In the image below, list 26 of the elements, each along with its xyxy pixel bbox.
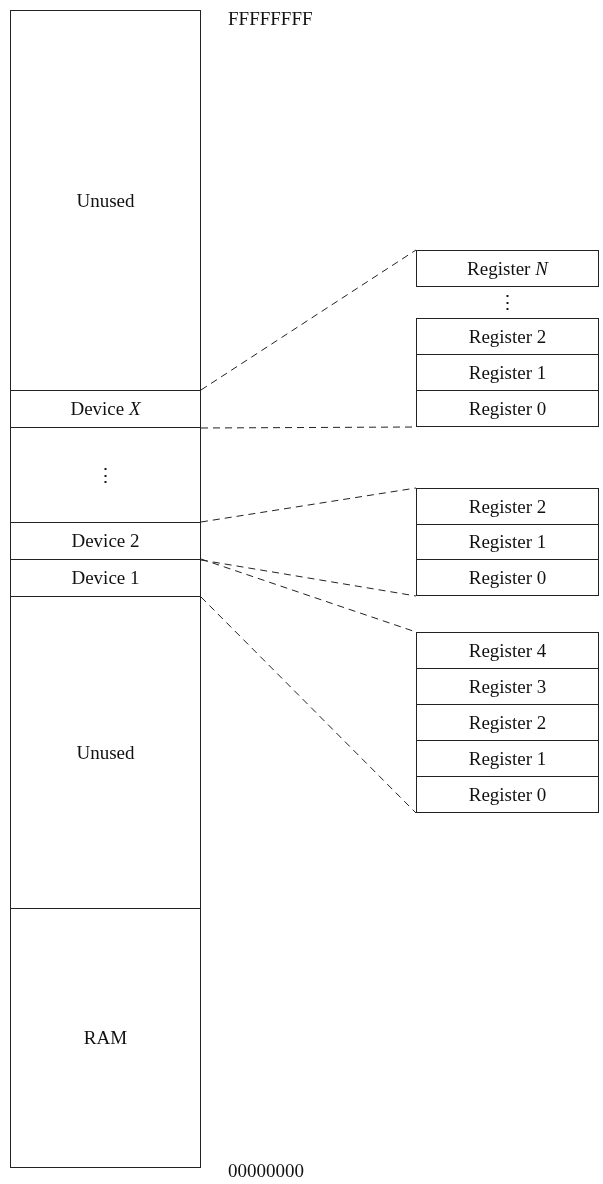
memory-region: Device 1 (10, 559, 201, 597)
register-cell: Register 1 (416, 740, 599, 777)
register-cell: Register 3 (416, 668, 599, 705)
dashed-leader-line (200, 596, 417, 814)
dashed-leader-line (200, 249, 417, 391)
register-cell: Register 0 (416, 559, 599, 596)
dashed-leader-line (200, 487, 417, 523)
register-cell: Register 4 (416, 632, 599, 669)
register-cell: Register 0 (416, 390, 599, 427)
register-cell: Register 1 (416, 524, 599, 560)
register-cell: Register N (416, 250, 599, 287)
dashed-leader-line (200, 559, 417, 597)
register-cell: Register 2 (416, 488, 599, 525)
memory-region: Device 2 (10, 522, 201, 560)
memory-region: Unused (10, 596, 201, 909)
register-cell: Register 1 (416, 354, 599, 391)
address-label: FFFFFFFF (228, 8, 313, 30)
register-cell: Register 2 (416, 318, 599, 355)
register-cell: Register 2 (416, 704, 599, 741)
ellipsis-region: ⋮ (10, 427, 201, 523)
address-label: 00000000 (228, 1160, 304, 1182)
memory-region: Device X (10, 390, 201, 428)
ellipsis: ⋮ (416, 286, 599, 319)
memory-region: RAM (10, 908, 201, 1168)
register-cell: Register 0 (416, 776, 599, 813)
memory-region: Unused (10, 10, 201, 391)
